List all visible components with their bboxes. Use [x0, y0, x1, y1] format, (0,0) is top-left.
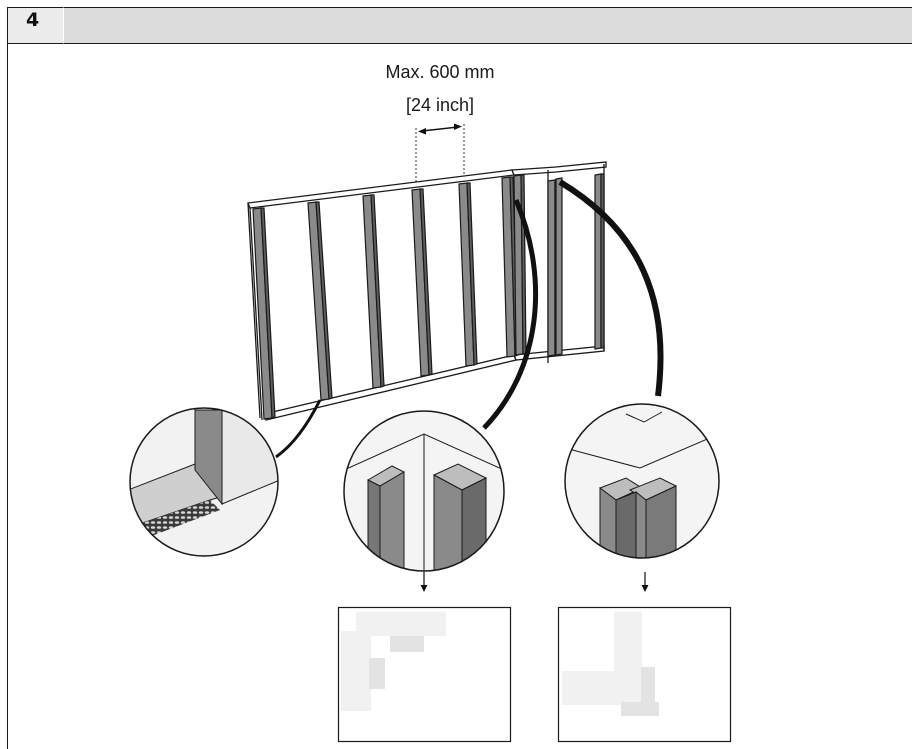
down-arrow-icon — [641, 572, 649, 592]
placeholder-box — [557, 606, 732, 743]
stud — [555, 177, 563, 356]
stud — [252, 207, 276, 420]
placeholder-box — [337, 606, 512, 743]
wall-frame — [247, 161, 607, 421]
dimension-arrow — [415, 123, 465, 185]
stud — [594, 173, 605, 350]
detail-leaders — [275, 179, 664, 459]
step-number-cell — [7, 7, 64, 44]
dimension-label: Max. 600 mm — [385, 62, 495, 82]
detail-circle-corner — [564, 403, 720, 559]
step-header — [7, 7, 912, 44]
stud — [411, 188, 433, 377]
down-arrow-icon — [420, 572, 428, 592]
stud-row — [252, 173, 605, 420]
stud — [307, 201, 333, 401]
stud — [458, 182, 478, 367]
detail-circle-junction — [343, 410, 505, 572]
stud — [362, 194, 385, 389]
step-number: 4 — [26, 9, 40, 31]
detail-circle-base — [129, 407, 279, 557]
dimension-label-imperial: [24 inch] — [405, 95, 475, 115]
